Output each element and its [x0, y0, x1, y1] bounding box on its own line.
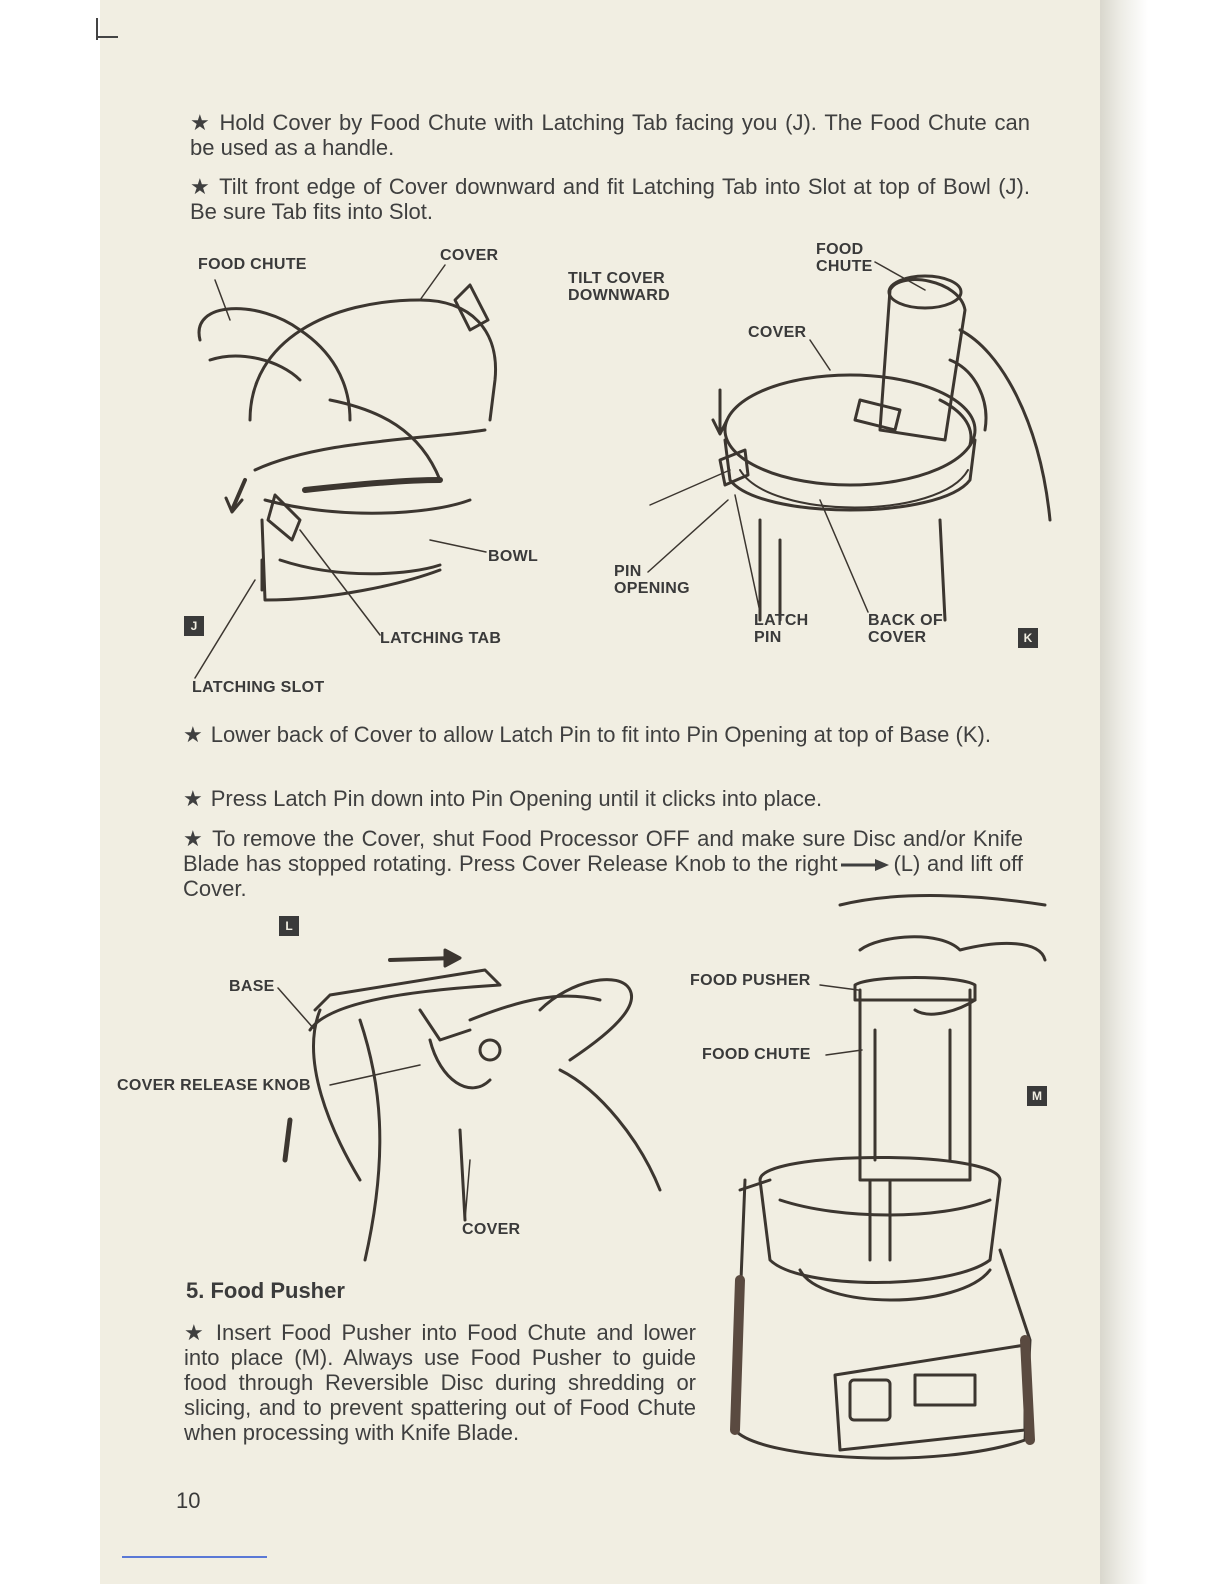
label-back-cover: COVER	[868, 629, 927, 646]
label-base: BASE	[229, 978, 275, 995]
label-cover-release-knob: COVER RELEASE KNOB	[117, 1077, 311, 1094]
instruction-lower-cover: ★Lower back of Cover to allow Latch Pin …	[183, 722, 991, 747]
manual-page	[100, 0, 1108, 1584]
right-arrow-icon	[841, 859, 890, 872]
label-food-pusher: FOOD PUSHER	[690, 972, 811, 989]
instruction-remove-cover: ★To remove the Cover, shut Food Processo…	[183, 826, 1024, 901]
label-cover-j: COVER	[440, 247, 499, 264]
food-pusher-instruction: ★Insert Food Pusher into Food Chute and …	[184, 1320, 696, 1445]
label-chute-k: CHUTE	[816, 258, 873, 275]
label-downward: DOWNWARD	[568, 287, 670, 304]
label-latch: LATCH	[754, 612, 809, 629]
label-latch-pin: PIN	[754, 629, 782, 646]
figure-tag-k: K	[1018, 628, 1038, 648]
label-cover-k: COVER	[748, 324, 807, 341]
figure-m-illustration	[730, 894, 1047, 1460]
figure-k-illustration	[647, 261, 1052, 622]
figure-tag-l: L	[279, 916, 299, 936]
instruction-tilt-cover: ★Tilt front edge of Cover downward and f…	[190, 174, 1030, 224]
section-heading: 5. Food Pusher	[186, 1278, 345, 1303]
label-food-chute-m: FOOD CHUTE	[702, 1046, 811, 1063]
label-cover-l: COVER	[462, 1221, 521, 1238]
label-pin: PIN	[614, 563, 642, 580]
label-food-k: FOOD	[816, 241, 864, 258]
label-back-of: BACK OF	[868, 612, 943, 629]
label-bowl: BOWL	[488, 548, 539, 565]
label-food-chute-j: FOOD CHUTE	[198, 256, 307, 273]
figure-tag-m: M	[1027, 1086, 1047, 1106]
figure-j-illustration	[194, 264, 498, 679]
instruction-press-pin: ★Press Latch Pin down into Pin Opening u…	[183, 786, 823, 811]
instruction-hold-cover: ★Hold Cover by Food Chute with Latching …	[190, 110, 1030, 160]
label-latching-tab: LATCHING TAB	[380, 630, 502, 647]
figure-tag-j: J	[184, 616, 204, 636]
figure-l-illustration	[277, 948, 662, 1262]
footer-link-line	[122, 1556, 267, 1558]
crop-mark	[96, 18, 120, 40]
label-latching-slot: LATCHING SLOT	[192, 679, 325, 696]
page-number: 10	[176, 1488, 201, 1513]
label-opening: OPENING	[614, 580, 690, 597]
label-tilt-cover: TILT COVER	[568, 270, 665, 287]
page-edge-shadow	[1100, 0, 1148, 1584]
